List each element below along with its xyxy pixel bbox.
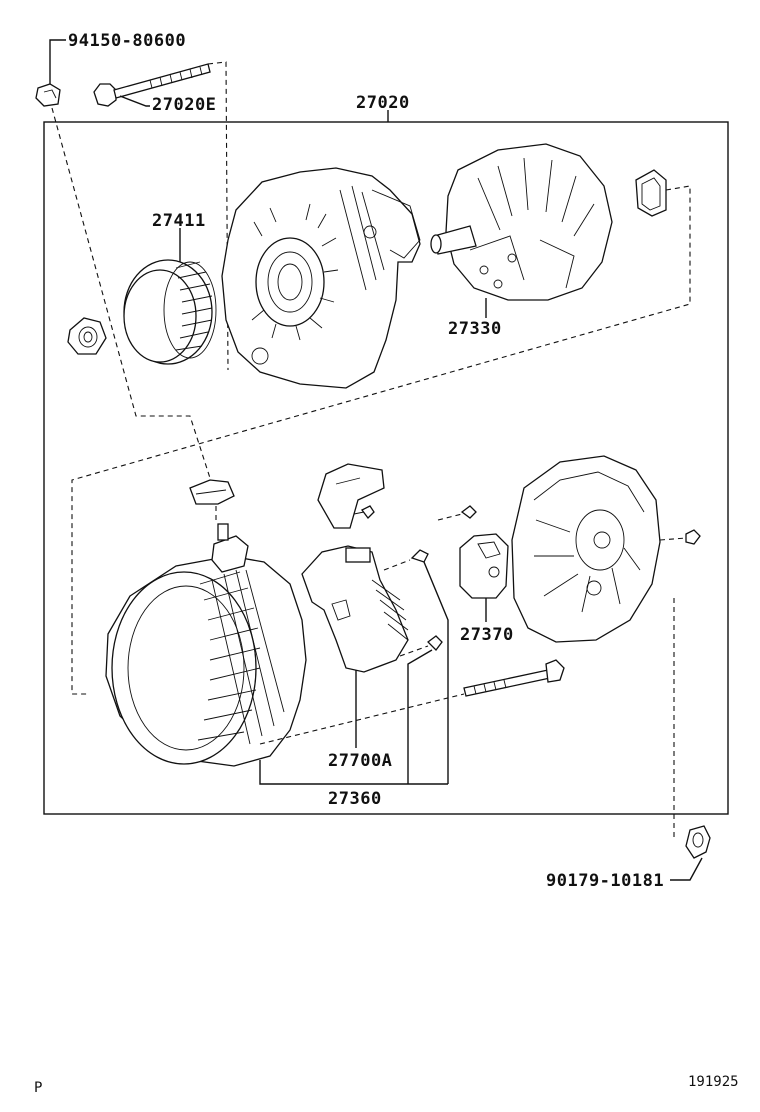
figure-number: 191925 (688, 1074, 739, 1090)
label-27360: 27360 (328, 789, 382, 809)
rear-end-cover-part (511, 455, 661, 643)
brush-holder-part (459, 533, 509, 599)
cap-nut-part (685, 825, 711, 859)
label-27370: 27370 (460, 625, 514, 645)
rectifier-end-frame-part (105, 523, 307, 767)
footer-letter: P (34, 1080, 42, 1096)
label-27330: 27330 (448, 319, 502, 339)
voltage-regulator-part (301, 545, 409, 673)
screw-holder-part (460, 505, 477, 519)
drive-end-frame-part (221, 167, 421, 389)
pulley-part (123, 259, 217, 365)
screw-bracket-part (353, 505, 375, 519)
long-bolt-part (463, 659, 565, 697)
label-27020e: 27020E (152, 95, 216, 115)
through-bolt-part (93, 63, 211, 107)
label-90179-10181: 90179-10181 (546, 871, 664, 891)
pulley-nut-part (67, 317, 107, 355)
label-27700a: 27700A (328, 751, 392, 771)
regulator-bracket-part (317, 463, 385, 529)
label-94150-80600: 94150-80600 (68, 31, 186, 51)
assembly-frame (43, 121, 729, 815)
flange-nut-part (35, 83, 61, 107)
label-27411: 27411 (152, 211, 206, 231)
screw-regulator-a-part (383, 549, 429, 571)
label-27020: 27020 (356, 93, 410, 113)
terminal-insulator-part (189, 479, 235, 505)
bearing-cover-part (635, 169, 667, 217)
screw-regulator-b-part (399, 635, 443, 657)
rotor-part (430, 143, 613, 301)
small-nut-part (685, 529, 701, 545)
